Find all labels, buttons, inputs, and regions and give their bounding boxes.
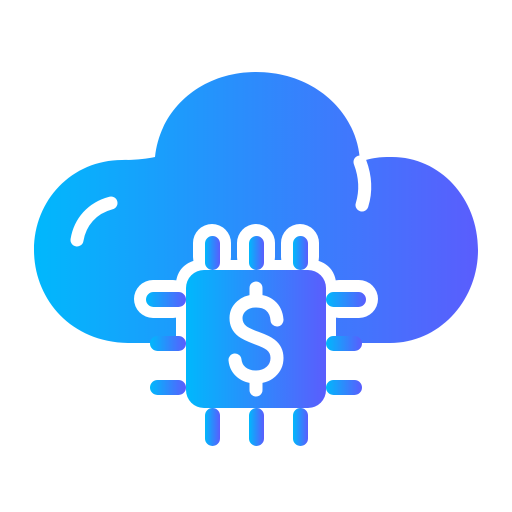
chip-pin [205, 236, 220, 270]
chip-pin [326, 336, 362, 351]
cloud-highlight-arc [70, 196, 118, 247]
chip-pin [293, 236, 308, 270]
cloud-separator-line [353, 155, 372, 212]
chip-pin [293, 408, 308, 446]
chip-pin [205, 408, 220, 446]
cloud-icon [34, 72, 478, 343]
dollar-sign-icon [228, 281, 284, 397]
chip-pin [326, 380, 362, 395]
chip-pin [326, 292, 366, 307]
chip-pin [249, 236, 264, 270]
chip-pin [150, 380, 186, 395]
chip-pin [146, 292, 186, 307]
chip-pin [150, 336, 186, 351]
chip-pin [249, 408, 264, 446]
